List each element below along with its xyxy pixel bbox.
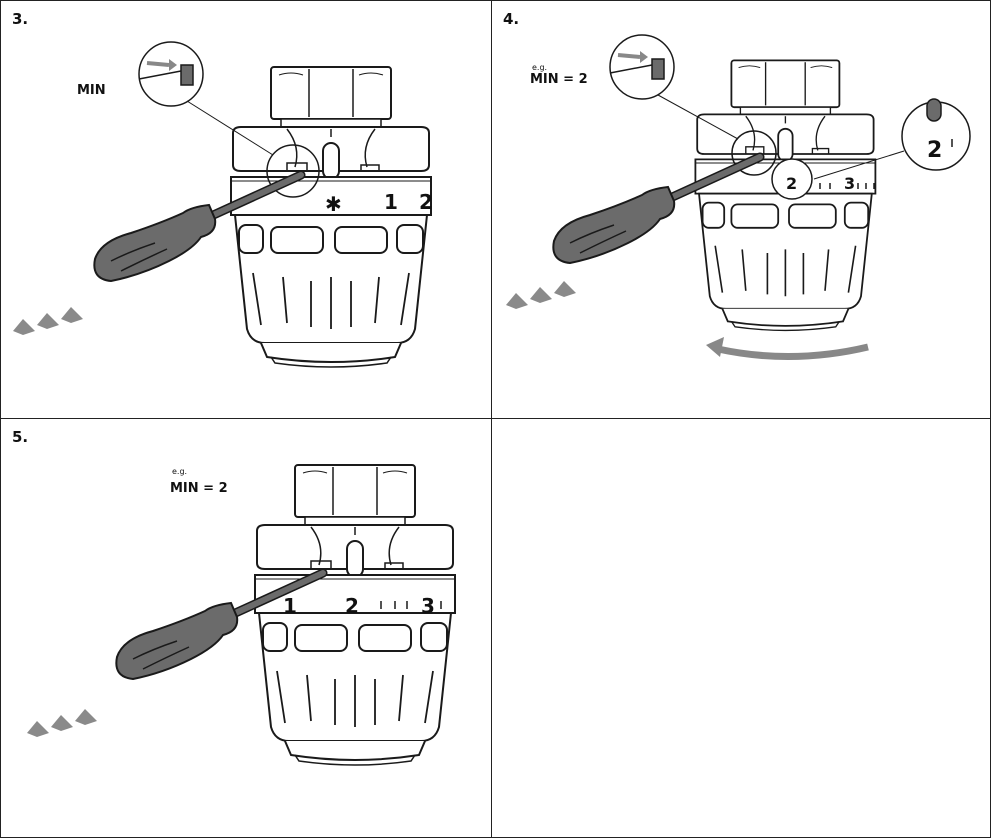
min-label: MIN — [77, 83, 106, 98]
zoom-callout-icon: 2 — [813, 98, 971, 180]
eg-label: e.g. — [172, 467, 188, 476]
dial-mark-1: 1 — [384, 190, 398, 214]
dial-mark-2: 2 — [345, 594, 359, 618]
dial-mark-2: 2 — [786, 174, 797, 193]
step-number: 4. — [503, 10, 520, 28]
step-4-illustration: 2 3 2 — [506, 34, 971, 361]
push-chevrons-icon — [27, 709, 97, 737]
push-chevrons-icon — [13, 307, 83, 335]
rotate-arrow-icon — [706, 337, 869, 361]
magnifier-callout-icon — [138, 41, 320, 198]
push-chevrons-icon — [506, 281, 576, 309]
zoom-dial-2: 2 — [927, 138, 942, 163]
min-equals-label: MIN = 2 — [530, 72, 588, 87]
dial-mark-frost: ✱ — [325, 192, 342, 216]
thermostat-head-icon — [230, 66, 432, 368]
dial-mark-2: 2 — [419, 190, 433, 214]
min-equals-label: MIN = 2 — [170, 481, 228, 496]
step-3-illustration: ✱ 1 2 — [13, 41, 433, 368]
step-3-panel: 3. MIN ✱ 1 2 — [0, 0, 492, 419]
magnifier-callout-icon — [609, 34, 777, 176]
step-5-panel: 5. e.g. MIN = 2 1 2 3 — [0, 418, 492, 838]
step-4-panel: 4. e.g. MIN = 2 2 3 2 — [491, 0, 991, 419]
step-number: 5. — [12, 428, 29, 446]
dial-mark-3: 3 — [421, 594, 435, 618]
empty-panel — [491, 418, 991, 838]
dial-mark-3: 3 — [844, 174, 855, 193]
step-5-illustration: 1 2 3 — [27, 464, 456, 766]
eg-label: e.g. — [532, 63, 548, 72]
step-number: 3. — [12, 10, 29, 28]
dial-mark-1: 1 — [283, 594, 297, 618]
